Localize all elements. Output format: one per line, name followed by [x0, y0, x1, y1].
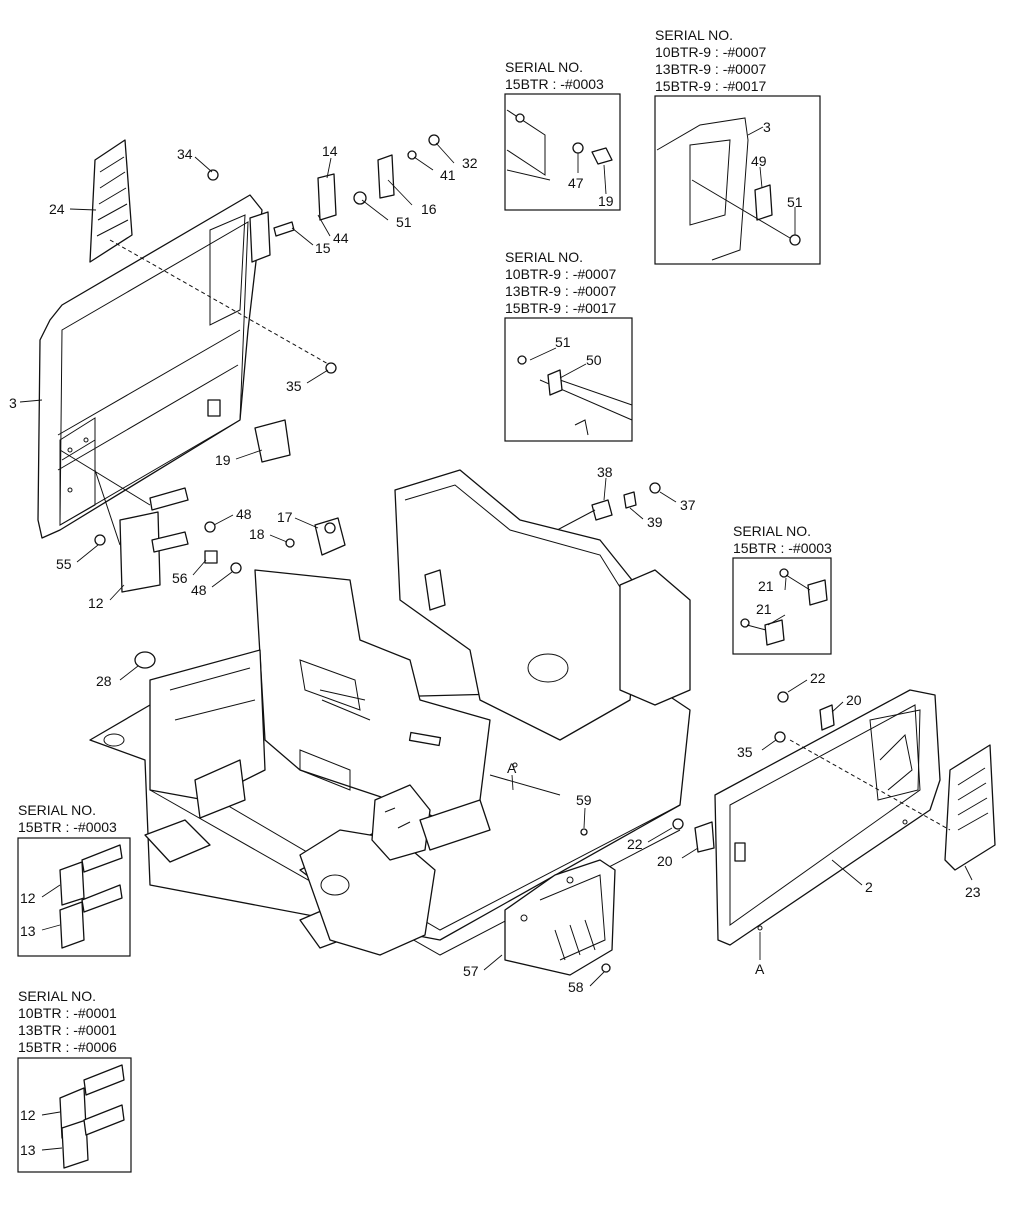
svg-text:15BTR : -#0003: 15BTR : -#0003	[18, 819, 117, 835]
callout-label: 51	[555, 334, 571, 350]
svg-text:SERIAL NO.: SERIAL NO.	[18, 988, 96, 1004]
callout-label: 48	[236, 506, 252, 522]
callout-label: 20	[657, 853, 673, 869]
svg-text:15BTR-9 : -#0017: 15BTR-9 : -#0017	[655, 78, 766, 94]
callout-label: 18	[249, 526, 265, 542]
left-grille	[89, 139, 133, 263]
svg-text:15BTR : -#0003: 15BTR : -#0003	[733, 540, 832, 556]
callout-label: 57	[463, 963, 479, 979]
callout-label: 21	[758, 578, 774, 594]
callout-label: 3	[9, 395, 17, 411]
serial-box-1-text: SERIAL NO. 15BTR : -#0003	[505, 59, 604, 92]
callout-label: 16	[421, 201, 437, 217]
leader-lines	[19, 126, 973, 1151]
svg-text:13BTR : -#0001: 13BTR : -#0001	[18, 1022, 117, 1038]
right-door-hardware	[672, 691, 835, 862]
callout-label: 47	[568, 175, 584, 191]
svg-text:SERIAL NO.: SERIAL NO.	[505, 59, 583, 75]
right-grille	[944, 744, 996, 871]
left-door-panel	[37, 194, 263, 539]
svg-text:SERIAL NO.: SERIAL NO.	[655, 27, 733, 43]
callout-label: A	[755, 961, 765, 977]
callout-label: 44	[333, 230, 349, 246]
callout-label: 56	[172, 570, 188, 586]
callout-label: 2	[865, 879, 873, 895]
svg-text:10BTR-9 : -#0007: 10BTR-9 : -#0007	[505, 266, 616, 282]
callout-label: 59	[576, 792, 592, 808]
callout-label: 14	[322, 143, 338, 159]
svg-text:13BTR-9 : -#0007: 13BTR-9 : -#0007	[505, 283, 616, 299]
callout-label: 19	[215, 452, 231, 468]
callout-label: 34	[177, 146, 193, 162]
serial-box-6-text: SERIAL NO. 10BTR : -#0001 13BTR : -#0001…	[18, 988, 117, 1055]
callout-label: 51	[787, 194, 803, 210]
door-bracket-19	[254, 419, 291, 463]
detail-box-2	[654, 95, 821, 265]
right-door-panel	[714, 689, 941, 946]
svg-text:15BTR-9 : -#0017: 15BTR-9 : -#0017	[505, 300, 616, 316]
callout-label: 12	[20, 1107, 36, 1123]
serial-box-5-text: SERIAL NO. 15BTR : -#0003	[18, 802, 117, 835]
callout-label: 19	[598, 193, 614, 209]
callout-label: 13	[20, 1142, 36, 1158]
detail-box-1	[504, 93, 621, 211]
svg-text:SERIAL NO.: SERIAL NO.	[18, 802, 96, 818]
detail-box-5	[17, 837, 131, 957]
callout-label: 3	[763, 119, 771, 135]
svg-text:13BTR-9 : -#0007: 13BTR-9 : -#0007	[655, 61, 766, 77]
svg-text:10BTR : -#0001: 10BTR : -#0001	[18, 1005, 117, 1021]
callout-label: 58	[568, 979, 584, 995]
svg-text:SERIAL NO.: SERIAL NO.	[733, 523, 811, 539]
callout-label: A	[507, 760, 517, 776]
callout-label: 35	[286, 378, 302, 394]
callout-label: 17	[277, 509, 293, 525]
detail-box-4	[732, 557, 832, 655]
callout-label: 39	[647, 514, 663, 530]
callout-label: 48	[191, 582, 207, 598]
callout-label: 35	[737, 744, 753, 760]
svg-text:15BTR : -#0003: 15BTR : -#0003	[505, 76, 604, 92]
footstep-assembly	[504, 828, 616, 976]
callout-label: 28	[96, 673, 112, 689]
callout-labels: 34 24 14 32 41 16 51 15 44 3 35 19 55 48…	[9, 143, 981, 995]
main-frame	[89, 469, 691, 956]
callout-label: 32	[462, 155, 478, 171]
seal-ring	[134, 651, 156, 669]
svg-text:15BTR : -#0006: 15BTR : -#0006	[18, 1039, 117, 1055]
callout-label: 12	[20, 890, 36, 906]
callout-label: 49	[751, 153, 767, 169]
latch-assembly	[285, 517, 346, 556]
callout-label: 50	[586, 352, 602, 368]
callout-label: 37	[680, 497, 696, 513]
detail-callout-labels: 47 19 3 49 51 51 50 21 21 12 13 12 13	[20, 119, 803, 1158]
callout-label: 22	[627, 836, 643, 852]
callout-label: 24	[49, 201, 65, 217]
left-hinge-assembly	[59, 449, 242, 593]
callout-label: 23	[965, 884, 981, 900]
callout-label: 38	[597, 464, 613, 480]
callout-label: 12	[88, 595, 104, 611]
callout-label: 15	[315, 240, 331, 256]
detail-box-6	[17, 1057, 132, 1173]
callout-label: 41	[440, 167, 456, 183]
upper-hinge-parts	[207, 134, 440, 374]
callout-label: 55	[56, 556, 72, 572]
serial-box-3-text: SERIAL NO. 10BTR-9 : -#0007 13BTR-9 : -#…	[505, 249, 616, 316]
svg-text:SERIAL NO.: SERIAL NO.	[505, 249, 583, 265]
callout-label: 13	[20, 923, 36, 939]
serial-box-4-text: SERIAL NO. 15BTR : -#0003	[733, 523, 832, 556]
callout-label: 22	[810, 670, 826, 686]
callout-label: 21	[756, 601, 772, 617]
serial-box-2-text: SERIAL NO. 10BTR-9 : -#0007 13BTR-9 : -#…	[655, 27, 766, 94]
detail-box-3	[504, 317, 633, 442]
svg-text:10BTR-9 : -#0007: 10BTR-9 : -#0007	[655, 44, 766, 60]
callout-label: 20	[846, 692, 862, 708]
callout-label: 51	[396, 214, 412, 230]
